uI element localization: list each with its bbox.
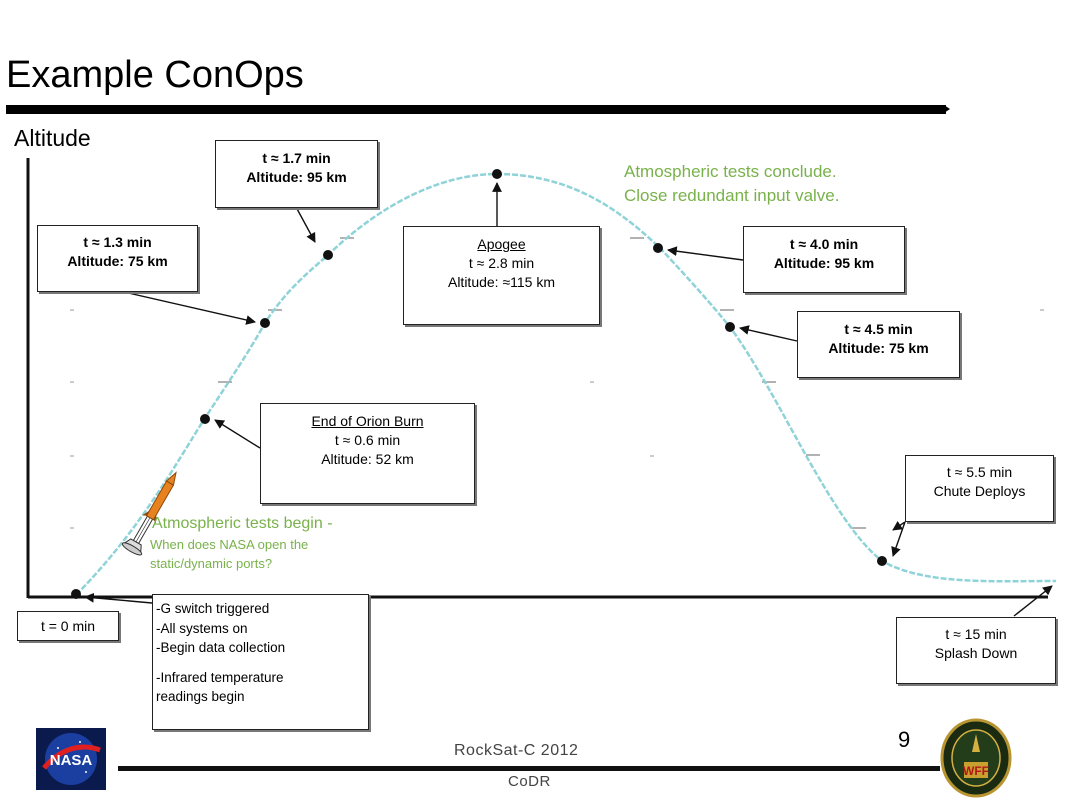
y-axis-label: Altitude bbox=[14, 125, 91, 151]
note-tests-begin-sub: When does NASA open the static/dynamic p… bbox=[150, 537, 309, 571]
apogee-altitude: Altitude: ≈115 km bbox=[447, 274, 556, 290]
note-tests-begin-heading: Atmospheric tests begin - bbox=[152, 515, 333, 532]
t0-label: t = 0 min bbox=[40, 618, 96, 634]
callout-t0: t = 0 min bbox=[17, 611, 119, 641]
burn-altitude: Altitude: 52 km bbox=[321, 451, 414, 467]
t15-time: t ≈ 15 min bbox=[945, 626, 1007, 642]
t40-time: t ≈ 4.0 min bbox=[789, 236, 859, 252]
callout-t55: t ≈ 5.5 min Chute Deploys bbox=[905, 455, 1054, 522]
burn-heading: End of Orion Burn bbox=[311, 413, 424, 429]
t13-altitude: Altitude: 75 km bbox=[67, 253, 168, 269]
event-2: -All systems on bbox=[156, 620, 248, 636]
nasa-logo-icon: NASA bbox=[36, 728, 106, 790]
title-underline-bar bbox=[6, 105, 946, 114]
burn-time: t ≈ 0.6 min bbox=[334, 432, 401, 448]
footer-project: RockSat-C 2012 bbox=[454, 742, 579, 759]
callout-burn: End of Orion Burn t ≈ 0.6 min Altitude: … bbox=[260, 403, 475, 504]
svg-text:WFF: WFF bbox=[963, 764, 989, 778]
footer-divider bbox=[118, 766, 940, 771]
event-1: -G switch triggered bbox=[156, 601, 270, 616]
apogee-heading: Apogee bbox=[477, 236, 526, 252]
callout-t15: t ≈ 15 min Splash Down bbox=[896, 617, 1056, 684]
slide-title: Example ConOps bbox=[6, 54, 304, 96]
callout-t13: t ≈ 1.3 min Altitude: 75 km bbox=[37, 225, 198, 292]
t13-time: t ≈ 1.3 min bbox=[83, 234, 152, 250]
callout-t40: t ≈ 4.0 min Altitude: 95 km bbox=[743, 226, 905, 293]
callout-events: -G switch triggered -All systems on -Beg… bbox=[152, 594, 369, 730]
svg-text:NASA: NASA bbox=[50, 752, 93, 769]
t55-event: Chute Deploys bbox=[933, 483, 1026, 499]
rocket-icon bbox=[121, 471, 177, 556]
t15-event: Splash Down bbox=[934, 645, 1018, 661]
tests-conclude-line1: Atmospheric tests conclude. bbox=[624, 162, 837, 181]
wff-logo-icon: WFF bbox=[940, 718, 1012, 798]
trajectory-curve bbox=[75, 172, 1057, 596]
note-tests-conclude: Atmospheric tests conclude. Close redund… bbox=[624, 160, 839, 208]
callout-apogee: Apogee t ≈ 2.8 min Altitude: ≈115 km bbox=[403, 226, 600, 325]
callout-t45: t ≈ 4.5 min Altitude: 75 km bbox=[797, 311, 960, 378]
callout-t17: t ≈ 1.7 min Altitude: 95 km bbox=[215, 140, 378, 208]
event-3: -Begin data collection bbox=[156, 640, 286, 655]
t45-time: t ≈ 4.5 min bbox=[844, 321, 913, 337]
title-underline-tip bbox=[944, 105, 950, 113]
t17-altitude: Altitude: 95 km bbox=[246, 169, 347, 185]
callout-arrows bbox=[84, 182, 1053, 617]
t17-time: t ≈ 1.7 min bbox=[262, 150, 331, 166]
apogee-time: t ≈ 2.8 min bbox=[468, 255, 535, 271]
footer-review: CoDR bbox=[508, 773, 551, 790]
trajectory-points bbox=[71, 169, 887, 599]
t55-time: t ≈ 5.5 min bbox=[946, 464, 1013, 480]
page-number: 9 bbox=[898, 727, 911, 752]
event-4: -Infrared temperature readings begin bbox=[156, 669, 284, 705]
tests-conclude-line2: Close redundant input valve. bbox=[624, 186, 840, 205]
t45-altitude: Altitude: 75 km bbox=[828, 340, 929, 356]
t40-altitude: Altitude: 95 km bbox=[773, 255, 875, 271]
